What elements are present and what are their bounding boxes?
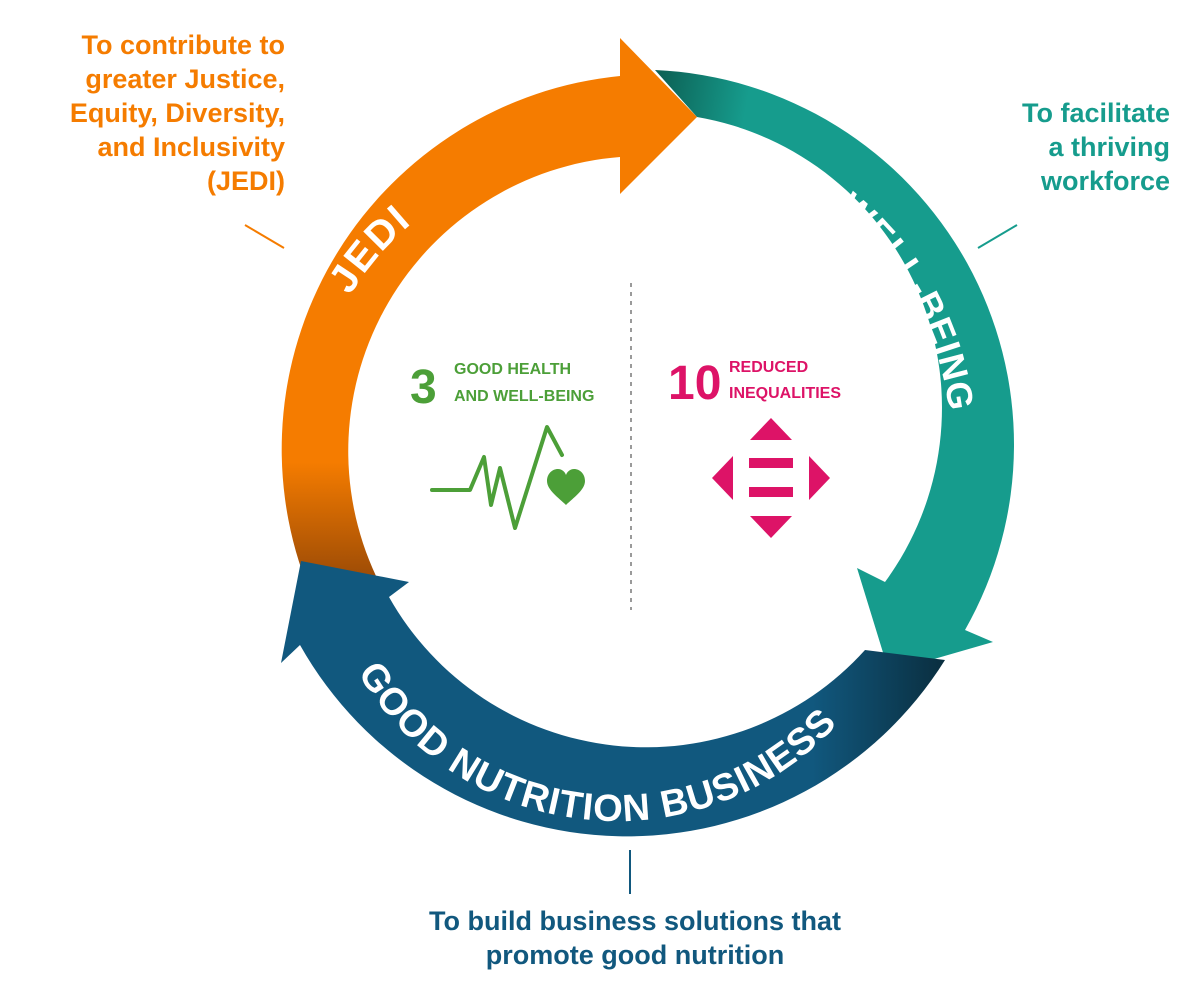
- wellbeing-callout: To facilitate a thriving workforce: [1021, 98, 1170, 196]
- business-callout: To build business solutions that promote…: [428, 906, 841, 970]
- jedi-arrow: [281, 38, 697, 582]
- sdg10-title-line1: REDUCED: [729, 359, 808, 376]
- jedi-connector: [244, 224, 285, 249]
- sdg3-number: 3: [410, 361, 437, 414]
- sdg3-title-line1: GOOD HEALTH: [454, 361, 571, 378]
- heartbeat-icon: [430, 425, 585, 530]
- wellbeing-arrow: [655, 70, 1015, 672]
- sdg10-title-line2: INEQUALITIES: [729, 385, 841, 402]
- wellbeing-connector: [977, 224, 1018, 249]
- sdg10-number: 10: [668, 357, 721, 410]
- business-arrow: [281, 561, 945, 837]
- jedi-callout: To contribute to greater Justice, Equity…: [69, 30, 285, 196]
- sdg3-title-line2: AND WELL-BEING: [454, 388, 594, 405]
- equality-arrows-icon: [712, 418, 830, 538]
